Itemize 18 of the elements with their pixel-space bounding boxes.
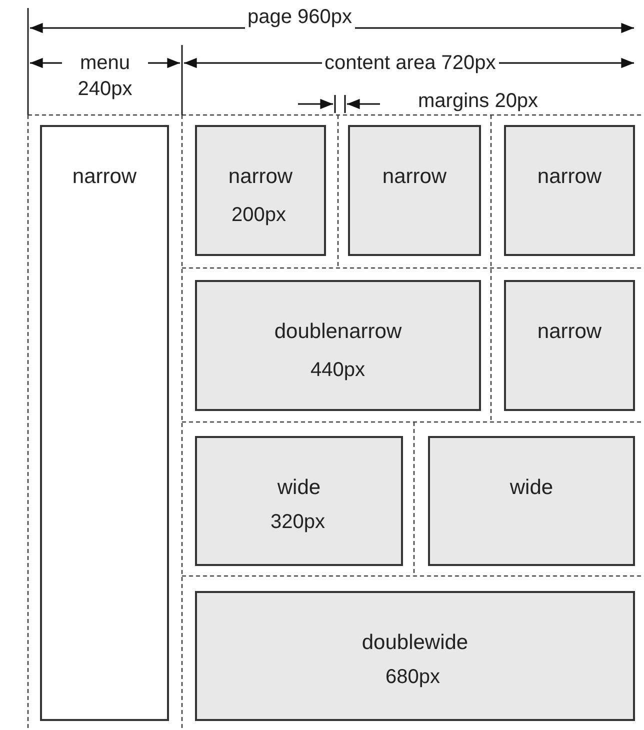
layout-box [348,125,481,256]
box-label: wide [276,476,322,500]
layout-box [195,125,326,256]
box-label: narrow [71,165,138,189]
layout-box [195,436,403,566]
layout-box [40,125,169,721]
layout-box [195,280,481,411]
layout-box [504,280,635,411]
layout-box [504,125,635,256]
box-label: narrow [227,165,294,189]
box-label: narrow [536,320,603,344]
box-label: doublenarrow [273,320,403,344]
box-label: wide [508,476,554,500]
layout-box [195,591,635,721]
layout-box [428,436,635,566]
box-label: narrow [381,165,448,189]
box-label: narrow [536,165,603,189]
box-label: doublewide [360,631,470,655]
